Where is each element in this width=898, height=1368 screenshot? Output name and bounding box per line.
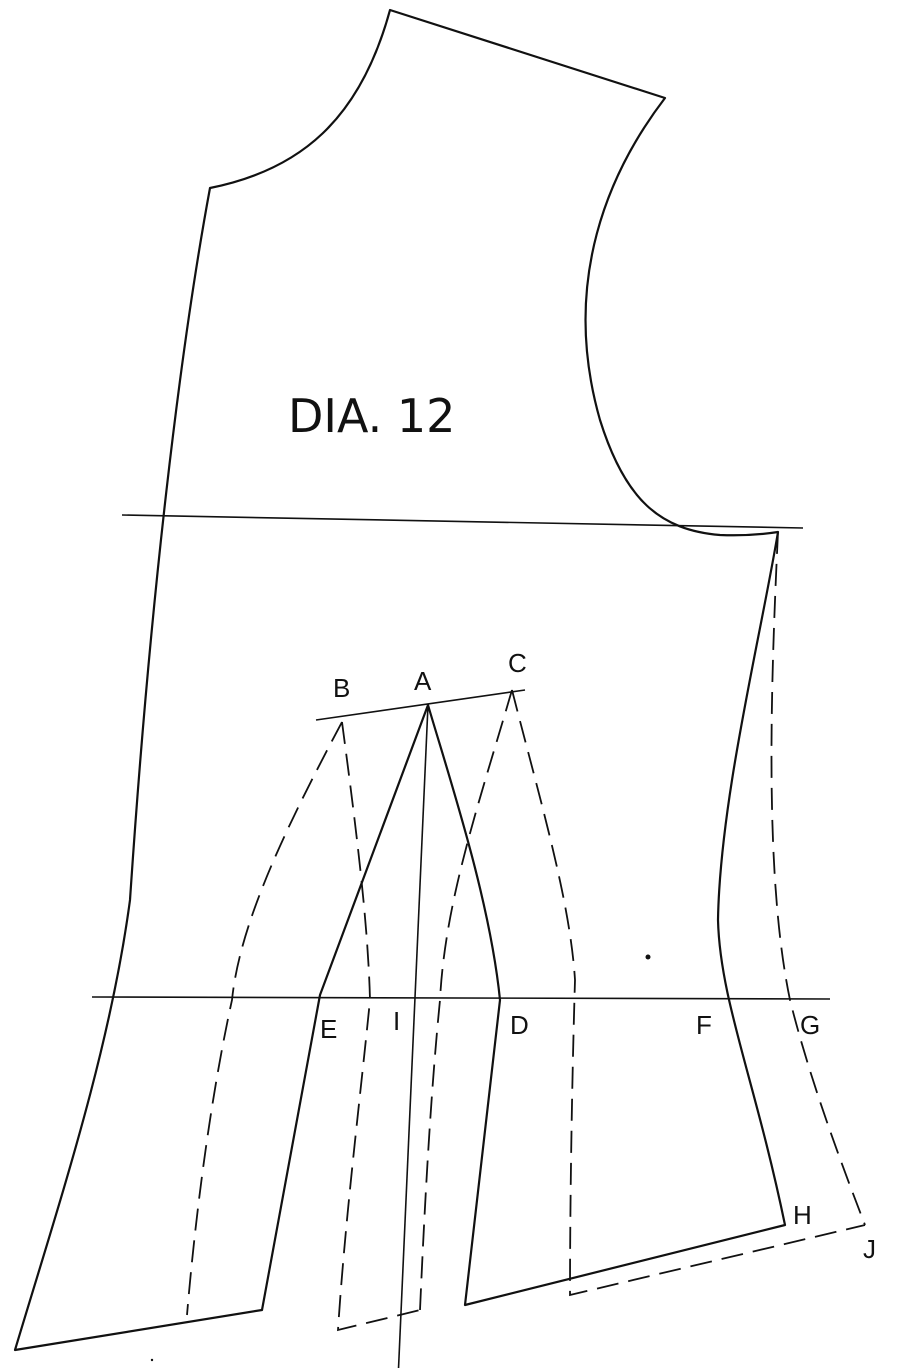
dart-b-right <box>337 721 421 1332</box>
chest-line <box>121 514 804 529</box>
diagram-title: DIA. 12 <box>288 389 455 443</box>
label-e: E <box>320 1014 337 1044</box>
bodice-outline <box>13 8 787 1352</box>
dart-b-left <box>186 721 343 1316</box>
waist-line <box>91 996 831 1000</box>
line-b-c <box>315 689 526 721</box>
label-i: I <box>393 1006 400 1036</box>
label-a: A <box>414 666 432 696</box>
label-f: F <box>696 1010 712 1040</box>
label-h: H <box>793 1200 812 1230</box>
dart-c-left <box>419 689 513 1311</box>
label-c: C <box>508 648 527 678</box>
label-b: B <box>333 673 350 703</box>
side-seam-dashed <box>770 531 866 1226</box>
label-j: J <box>863 1234 876 1264</box>
dart-c-right <box>511 689 866 1297</box>
center-line-a-i <box>397 704 429 1368</box>
stray-dot <box>150 1358 154 1362</box>
label-d: D <box>510 1010 529 1040</box>
mark-dot <box>645 954 651 960</box>
label-g: G <box>800 1010 820 1040</box>
